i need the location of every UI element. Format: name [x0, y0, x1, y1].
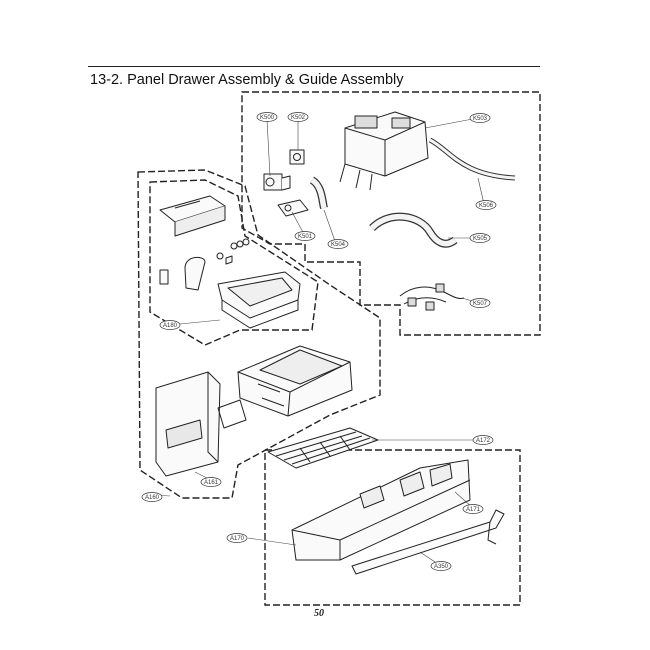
front-panel-part [155, 371, 221, 477]
rail-part [351, 509, 505, 575]
hose-k506-part [428, 137, 516, 181]
dispenser-tray-part [217, 271, 301, 329]
siphon-cap-part [184, 256, 206, 291]
callout-k500: K500 [260, 115, 275, 121]
grille-part [267, 427, 379, 469]
header-rule [88, 66, 540, 67]
wiring-k507-part [399, 283, 465, 311]
guide-assembly-outline [241, 91, 541, 336]
callout-k501: K501 [298, 234, 313, 240]
callout-k505: K505 [473, 236, 488, 242]
parts [155, 111, 516, 575]
guide-housing-part [291, 459, 471, 561]
callout-a172: A172 [476, 438, 491, 444]
callout-a160: A160 [145, 495, 160, 501]
valve-housing-part [339, 111, 429, 191]
clamp-k501-part [277, 199, 309, 217]
callout-a350: A350 [434, 564, 449, 570]
callout-a180: A180 [163, 323, 178, 329]
callout-k503: K503 [473, 116, 488, 122]
callout-k506: K506 [479, 203, 494, 209]
drawer-body-part [237, 345, 353, 417]
callout-k502: K502 [291, 115, 306, 121]
siphon-plug-part [159, 269, 169, 285]
callout-a161: A161 [204, 480, 219, 486]
valve-k500-part [263, 173, 291, 191]
page-title: 13-2. Panel Drawer Assembly & Guide Asse… [90, 72, 404, 88]
callout-k504: K504 [331, 242, 346, 248]
drawer-assembly-outline [137, 169, 381, 499]
drawer-cap-part [159, 195, 226, 237]
guide-lower-outline [264, 449, 521, 606]
callout-k507: K507 [473, 301, 488, 307]
callout-a170: A170 [230, 536, 245, 542]
valve-k503-part [289, 149, 305, 165]
dispenser-outline [149, 179, 319, 346]
callout-a171: A171 [466, 507, 481, 513]
page-number: 50 [314, 608, 324, 619]
callout-ovals [141, 112, 497, 571]
assembly-outlines [137, 91, 541, 606]
callout-labels: K500 K502 K503 K506 K501 K504 K505 K507 … [145, 115, 494, 570]
drawer-clip-part [217, 399, 247, 429]
small-fittings-part [216, 238, 250, 265]
